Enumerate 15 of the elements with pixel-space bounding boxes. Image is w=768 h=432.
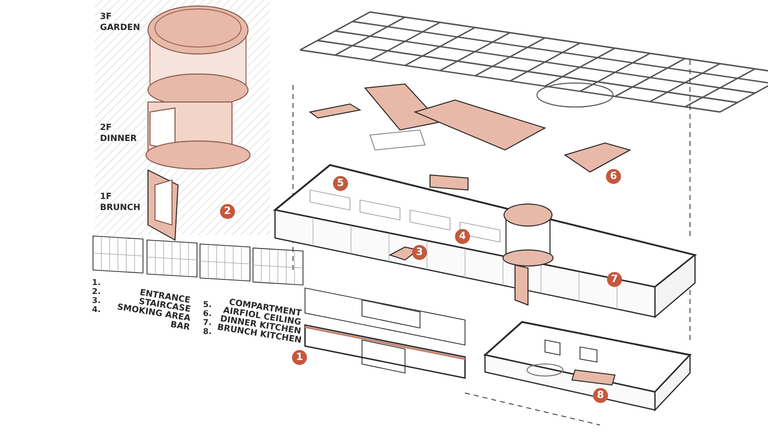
list-number: 2. xyxy=(92,287,101,297)
callout-number: 6 xyxy=(606,169,621,184)
list-number: 4. xyxy=(92,305,101,315)
list-number: 5. xyxy=(203,300,212,310)
callout-number: 8 xyxy=(593,388,608,403)
floor-label: 2F DINNER xyxy=(100,123,138,145)
callout-number: 1 xyxy=(292,350,307,365)
list-number: 8. xyxy=(203,327,212,337)
list-number: 7. xyxy=(203,318,212,328)
list-number: 6. xyxy=(203,309,212,319)
floor-label: 1F BRUNCH xyxy=(100,192,140,214)
list-number: 1. xyxy=(92,278,101,288)
legend-text: BAR xyxy=(170,320,191,333)
floor-label: 3F GARDEN xyxy=(100,12,140,34)
list-number: 3. xyxy=(92,296,101,306)
